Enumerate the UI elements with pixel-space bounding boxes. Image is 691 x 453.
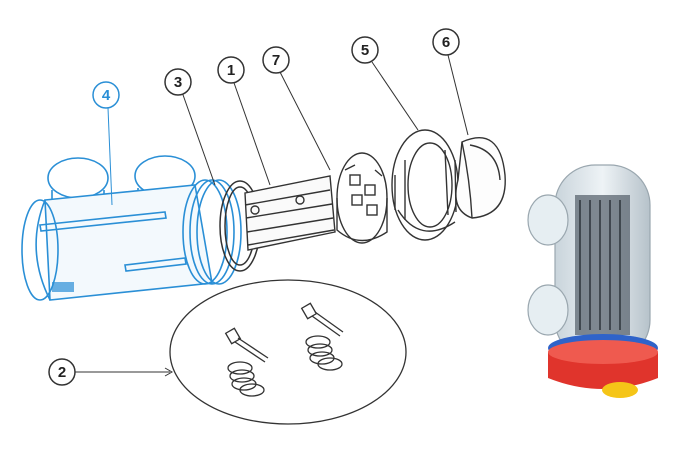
callout-1-label: 1 (227, 62, 235, 79)
bolts-part-2 (169, 279, 407, 425)
callout-1: 1 (217, 56, 245, 84)
callout-4-label: 4 (102, 87, 111, 104)
callout-3: 3 (164, 68, 192, 96)
terminal-cap-part-7 (336, 152, 388, 244)
callout-2: 2 (48, 358, 76, 386)
collar-part-5 (391, 129, 459, 241)
callout-6: 6 (432, 28, 460, 56)
dome-part-6 (455, 137, 506, 219)
callout-5-label: 5 (361, 42, 369, 59)
electrode-part-1 (244, 175, 336, 251)
callout-7: 7 (262, 46, 290, 74)
callout-2-label: 2 (58, 364, 66, 381)
callout-6-label: 6 (442, 34, 450, 51)
callout-5: 5 (351, 36, 379, 64)
callout-3-label: 3 (174, 74, 182, 91)
leader-lines (75, 54, 469, 377)
housing-part-4 (21, 155, 242, 301)
assembled-product-image (527, 164, 658, 398)
callout-7-label: 7 (272, 52, 280, 69)
callout-4: 4 (92, 81, 120, 109)
